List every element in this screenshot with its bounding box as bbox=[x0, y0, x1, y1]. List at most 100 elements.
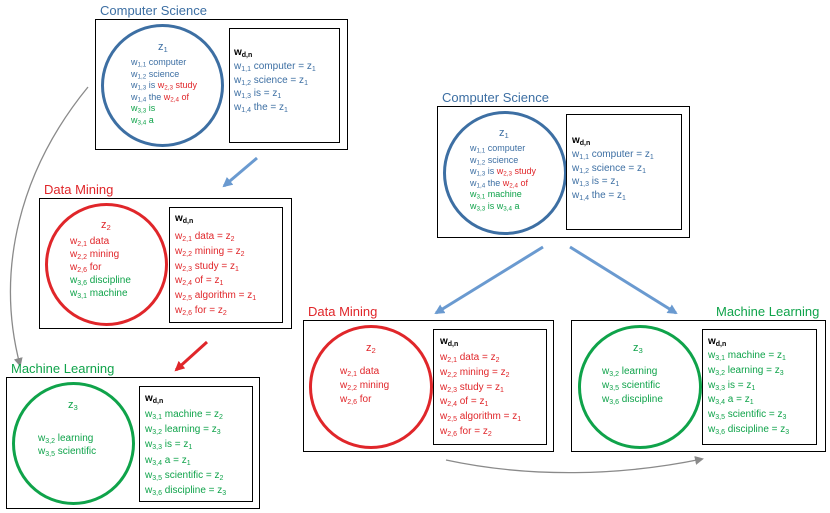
left-ml-table-row-0-w: w3,1 bbox=[145, 409, 162, 421]
left-cs-circle-word-0-part-0-w-sub: 1,1 bbox=[137, 61, 147, 69]
left-dm-table-row-0-w-sub: 2,1 bbox=[182, 235, 192, 243]
right-cs-circle-word-1-part-0-w: w1,2 bbox=[470, 154, 486, 167]
left-dm-circle-word-4: w3,1 machine bbox=[70, 289, 128, 300]
left-dm-z-sub: 2 bbox=[106, 222, 111, 232]
left-dm-z-label: z2 bbox=[101, 219, 111, 232]
left-dm-table-row-3-w: w2,4 bbox=[175, 275, 192, 288]
right-cs-z-sub: 1 bbox=[504, 130, 509, 140]
right-dm-table-row-3-w-sub: 2,4 bbox=[447, 401, 457, 409]
left-dm-circle-word-3-part-0-w: w3,6 bbox=[70, 275, 87, 287]
right-cs-circle-word-5: w3,3 is w3,4 a bbox=[470, 201, 520, 213]
left-ml-table-row-5: w3,6 discipline = z3 bbox=[145, 485, 227, 497]
left-cs-circle-word-5-part-0-w-sub: 3,4 bbox=[137, 119, 147, 127]
right-ml-table-row-2-z-sub: 1 bbox=[751, 384, 756, 392]
right-dm-circle-word-0-part-0-w: w2,1 bbox=[340, 366, 357, 378]
left-ml-table-header-sub: d,n bbox=[152, 397, 164, 405]
left-dm-box bbox=[39, 198, 292, 329]
left-ml-table-row-4-w: w3,5 bbox=[145, 469, 162, 482]
arrow-dm-to-ml-left bbox=[174, 340, 209, 372]
right-ml-table-row-5-w: w3,6 bbox=[708, 424, 725, 436]
left-ml-table-row-3-w-sub: 3,4 bbox=[152, 459, 162, 467]
right-cs-circle-word-3-part-1: w2,4 of bbox=[502, 177, 529, 190]
right-cs-table-row-3-z-sub: 1 bbox=[622, 194, 626, 202]
left-ml-circle-word-1-part-0-w-sub: 3,5 bbox=[45, 450, 55, 458]
left-dm-table-row-4: w2,5 algorithm = z1 bbox=[175, 290, 257, 302]
right-cs-circle-word-3-part-0-w: w1,4 bbox=[470, 177, 486, 190]
left-ml-circle-word-0-part-0-w-sub: 3,2 bbox=[45, 437, 55, 445]
right-cs-table-row-3: w1,4 the = z1 bbox=[572, 189, 626, 202]
right-cs-table-row-2-w: w1,3 bbox=[572, 176, 589, 188]
right-cs-table-row-0-z-sub: 1 bbox=[649, 153, 654, 161]
left-cs-table bbox=[229, 28, 340, 143]
left-cs-z-sub: 1 bbox=[163, 44, 168, 54]
left-cs-circle-word-3: w1,4 the w2,4 of bbox=[131, 91, 190, 104]
left-cs-circle-word-1-part-0: w1,2 science bbox=[131, 68, 180, 81]
left-cs-circle-word-1: w1,2 science bbox=[131, 68, 180, 81]
right-ml-table-row-2: w3,3 is = z1 bbox=[708, 379, 756, 392]
left-dm-table-row-4-w-sub: 2,5 bbox=[182, 294, 192, 302]
right-cs-table-row-1-w-sub: 1,2 bbox=[579, 167, 589, 175]
right-cs-circle-word-4: w3,1 machine bbox=[470, 190, 522, 201]
right-ml-circle-word-2-part-0-w-sub: 3,6 bbox=[609, 398, 619, 406]
left-ml-table-row-3-z-sub: 1 bbox=[186, 459, 191, 467]
left-cs-circle-word-1-part-0-w: w1,2 bbox=[131, 68, 147, 81]
right-dm-circle-word-1: w2,2 mining bbox=[340, 380, 390, 392]
right-dm-table-row-2: w2,3 study = z1 bbox=[440, 381, 504, 394]
left-cs-circle-word-5-part-0-w: w3,4 bbox=[131, 114, 147, 127]
left-ml-table-row-5-w: w3,6 bbox=[145, 485, 162, 497]
left-cs-circle-word-2-part-1-w: w2,3 bbox=[157, 80, 174, 92]
left-cs-circle-word-3-part-0-w: w1,4 bbox=[131, 91, 147, 104]
right-dm-circle-word-1-part-0: w2,2 mining bbox=[340, 380, 390, 392]
left-ml-table-row-1: w3,2 learning = z3 bbox=[145, 424, 221, 436]
right-dm-table-header: wd,n bbox=[440, 336, 459, 348]
left-cs-table-row-0-w: w1,1 bbox=[234, 61, 251, 73]
arrow-cs-to-dm-left bbox=[222, 156, 258, 188]
left-cs-circle-word-0-part-0: w1,1 computer bbox=[131, 57, 187, 69]
right-ml-table-row-5: w3,6 discipline = z3 bbox=[708, 424, 790, 436]
left-ml-table-row-2-z-sub: 1 bbox=[188, 444, 193, 452]
right-ml-table bbox=[702, 329, 817, 445]
right-dm-circle-word-1-part-0-w: w2,2 bbox=[340, 380, 357, 392]
left-cs-circle-word-0-part-0-w: w1,1 bbox=[131, 57, 147, 69]
left-cs-table-row-1: w1,2 science = z1 bbox=[234, 74, 308, 87]
right-ml-table-row-0-z-sub: 1 bbox=[781, 354, 786, 362]
left-cs-circle-word-3-part-1: w2,4 of bbox=[163, 91, 190, 104]
right-cs-circle-word-1-part-0: w1,2 science bbox=[470, 154, 519, 167]
right-cs-circle-word-0: w1,1 computer bbox=[470, 143, 526, 155]
right-ml-circle-word-0-part-0-w-sub: 3,2 bbox=[609, 370, 619, 378]
right-ml-table-row-3-z-sub: 1 bbox=[749, 399, 754, 407]
left-cs-circle-word-2: w1,3 is w2,3 study bbox=[131, 80, 197, 92]
right-dm-table-row-5-z-sub: 2 bbox=[487, 430, 492, 438]
right-dm-z-label: z2 bbox=[366, 342, 376, 355]
right-dm-circle-word-1-part-0-w-sub: 2,2 bbox=[347, 384, 357, 392]
left-cs-z-label: z1 bbox=[158, 41, 168, 54]
right-dm-table-row-5-w-sub: 2,6 bbox=[447, 430, 457, 438]
right-dm-table bbox=[433, 329, 547, 445]
left-cs-circle-word-4: w3,3 is bbox=[131, 104, 155, 115]
left-dm-circle-word-0-part-0: w2,1 data bbox=[70, 236, 110, 248]
left-cs-circle-word-5: w3,4 a bbox=[131, 114, 154, 127]
right-dm-table-row-0: w2,1 data = z2 bbox=[440, 352, 500, 364]
right-cs-circle-word-2: w1,3 is w2,3 study bbox=[470, 166, 536, 178]
right-dm-table-row-1: w2,2 mining = z2 bbox=[440, 366, 510, 379]
left-cs-table-row-2-z-sub: 1 bbox=[277, 92, 282, 100]
left-dm-circle-word-1-part-0-w-sub: 2,2 bbox=[77, 253, 87, 261]
right-cs-circle-word-2-part-0-w: w1,3 bbox=[470, 166, 486, 178]
left-ml-circle-word-1-part-0-w: w3,5 bbox=[38, 446, 55, 458]
left-cs-circle-word-1-part-0-w-sub: 1,2 bbox=[137, 73, 147, 81]
right-dm-table-row-0-w: w2,1 bbox=[440, 352, 457, 364]
right-dm-table-header-sub: d,n bbox=[447, 340, 459, 348]
right-cs-table-row-1-w: w1,2 bbox=[572, 162, 589, 175]
left-ml-circle-word-0: w3,2 learning bbox=[38, 434, 93, 445]
right-cs-circle-word-5-part-0-w-sub: 3,3 bbox=[476, 205, 486, 213]
right-cs-circle-word-3: w1,4 the w2,4 of bbox=[470, 177, 529, 190]
left-dm-circle-word-0: w2,1 data bbox=[70, 236, 110, 248]
right-ml-table-row-4-w: w3,5 bbox=[708, 409, 725, 421]
left-cs-circle-word-4-part-0-w-sub: 3,3 bbox=[137, 107, 147, 115]
right-ml-circle-word-0-part-0-w: w3,2 bbox=[602, 366, 619, 378]
right-cs-table-row-3-w-sub: 1,4 bbox=[579, 194, 589, 202]
left-cs-table-row-2-w: w1,3 bbox=[234, 88, 251, 100]
left-ml-table-row-1-z-sub: 3 bbox=[216, 428, 221, 436]
right-cs-circle-word-0-part-0: w1,1 computer bbox=[470, 143, 526, 155]
left-ml-table-row-1-w: w3,2 bbox=[145, 424, 162, 436]
